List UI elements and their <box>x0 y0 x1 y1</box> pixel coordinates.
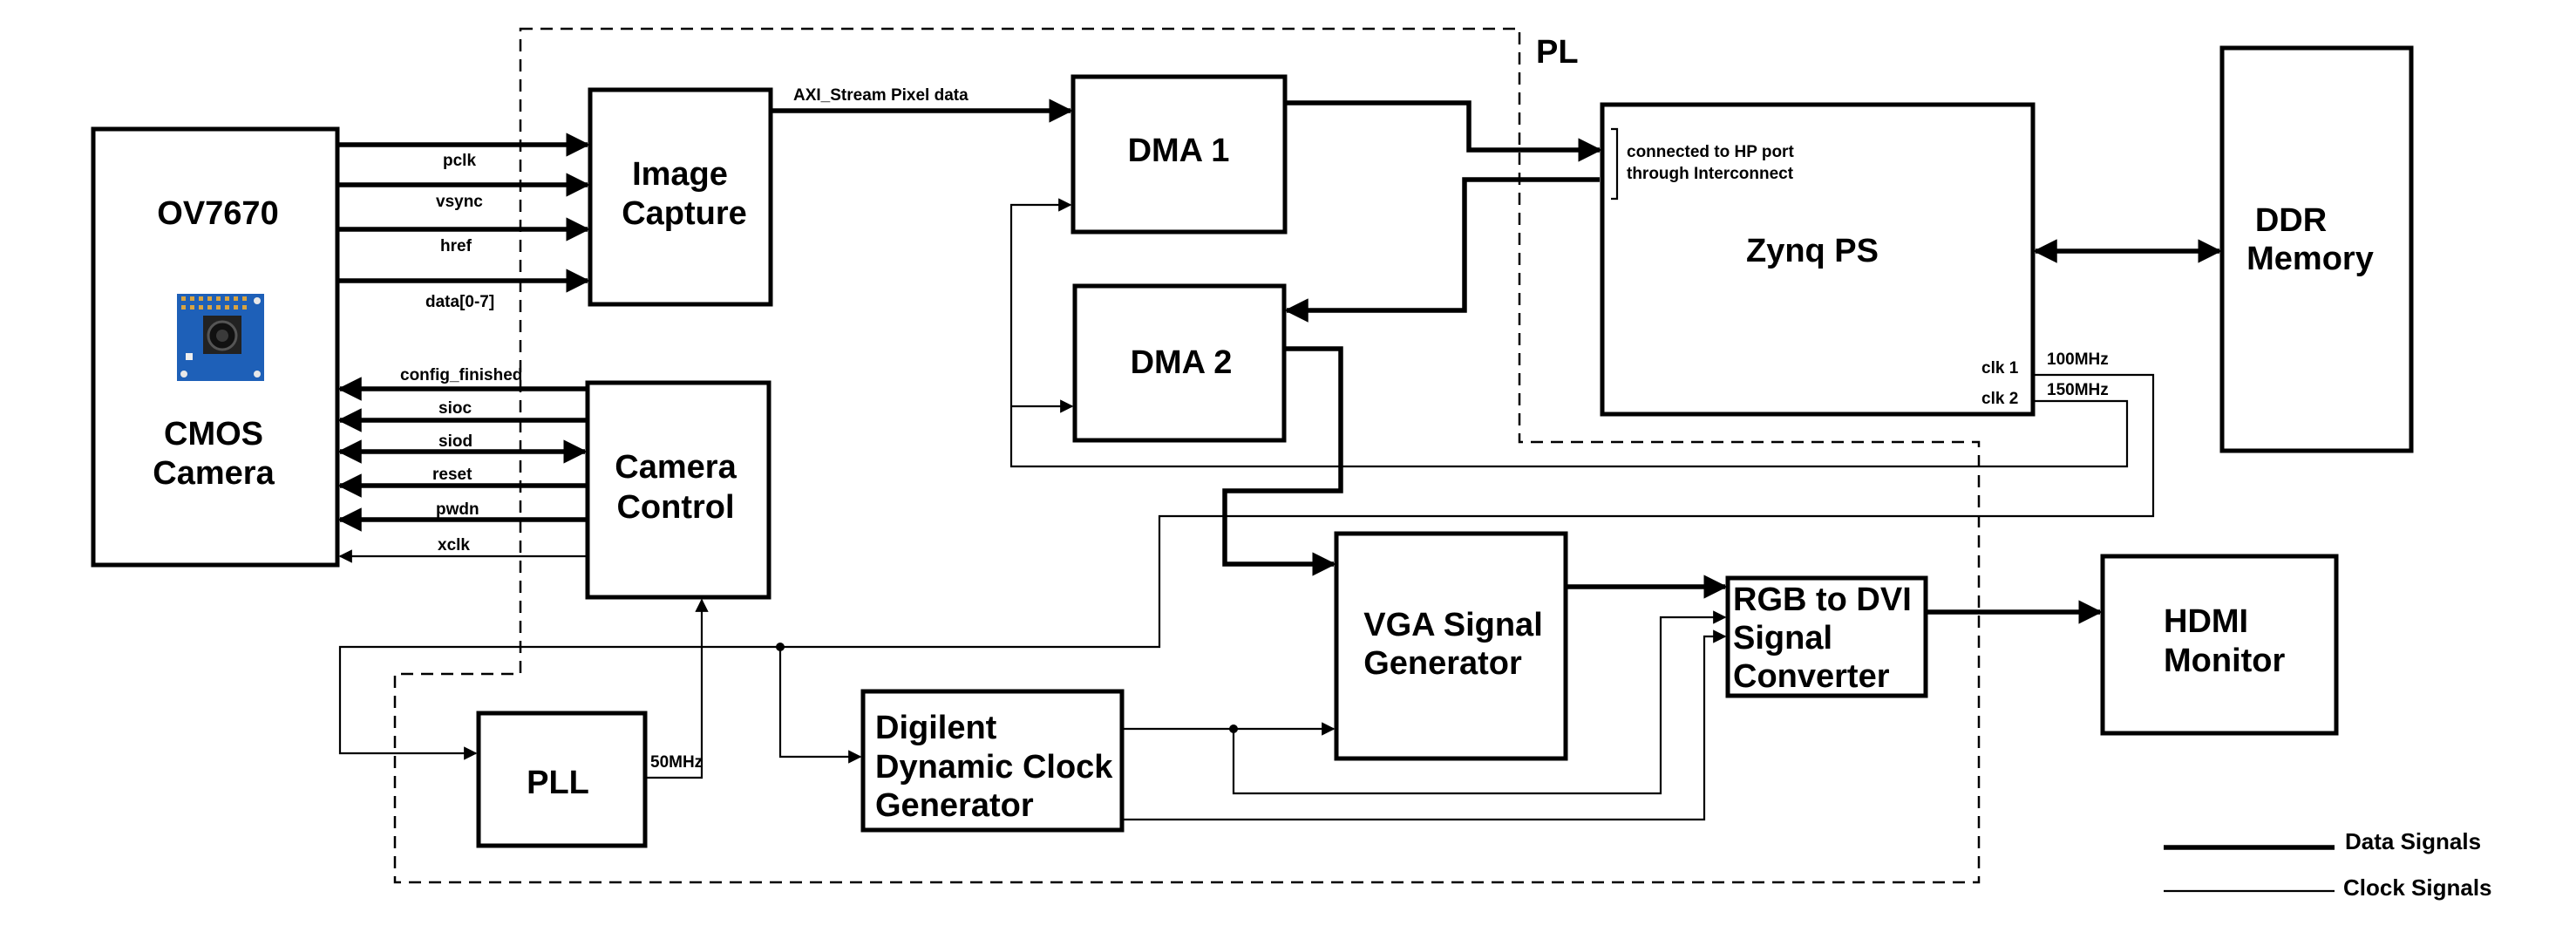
dma1-block: DMA 1 <box>1071 74 1288 235</box>
pwdn-label: pwdn <box>436 500 479 519</box>
hp-port-bracket <box>1611 127 1619 201</box>
hdmi-label-line1: HDMI <box>2164 603 2248 640</box>
ddr-memory-block: DDR Memory <box>2219 45 2414 453</box>
hdmi-label-line2: Monitor <box>2164 643 2286 679</box>
clk1-port-label: clk 1 <box>1981 359 2019 378</box>
pll-label: PLL <box>527 765 589 801</box>
legend-data-label: Data Signals <box>2345 828 2481 854</box>
freq-50mhz-label: 50MHz <box>650 753 703 772</box>
legend: Data Signals Clock Signals <box>2164 828 2492 901</box>
dma2-block: DMA 2 <box>1072 283 1287 443</box>
legend-clock-label: Clock Signals <box>2343 874 2492 901</box>
image-capture-label-line2: Capture <box>622 195 747 232</box>
freq-100mhz-label: 100MHz <box>2047 350 2109 369</box>
pixel-clock-junction-dot <box>1229 725 1238 733</box>
pl-region-boundary <box>393 27 1981 884</box>
camera-control-label-line1: Camera <box>615 449 737 486</box>
config-finished-label: config_finished <box>400 366 522 384</box>
zynq-ps-block: Zynq PS connected to HP port through Int… <box>1600 102 2036 417</box>
ddr-label-line1: DDR <box>2255 202 2327 239</box>
clock-generator-label-line1: Digilent <box>875 710 997 746</box>
clk1-junction-dot <box>776 643 785 651</box>
camera-subtitle-line2: Camera <box>153 455 275 492</box>
camera-control-label-line2: Control <box>616 489 734 526</box>
camera-control-signals: config_finished sioc siod reset pwdn xcl… <box>337 366 588 563</box>
serial-clock-to-rgb2dvi-line <box>1122 629 1727 821</box>
axi-stream-label: AXI_Stream Pixel data <box>793 86 969 105</box>
ov7670-camera-block: OV7670 CMOS Camera <box>91 126 340 568</box>
zynq-ps-label: Zynq PS <box>1746 233 1879 269</box>
clk2-to-dma1-line <box>1009 198 2129 468</box>
xclk-label: xclk <box>438 536 470 554</box>
href-label: href <box>440 237 472 255</box>
hdmi-monitor-block: HDMI Monitor <box>2100 554 2339 736</box>
camera-module-image <box>177 294 264 381</box>
pll-block: PLL <box>476 711 648 848</box>
siod-label: siod <box>438 432 472 451</box>
pclk-label: pclk <box>443 152 476 170</box>
rgb-to-dvi-converter-block: RGB to DVI Signal Converter <box>1725 575 1928 698</box>
data-bus-label: data[0-7] <box>425 293 494 311</box>
camera-to-image-capture-signals: pclk vsync href data[0-7] <box>337 133 590 311</box>
hp-port-note-line2: through Interconnect <box>1627 165 1794 183</box>
hp-port-note-line1: connected to HP port <box>1627 143 1794 161</box>
dma2-to-vga-line <box>1222 346 1343 576</box>
pixel-clock-to-rgb2dvi-line <box>1232 610 1727 795</box>
clock-generator-block: Digilent Dynamic Clock Generator <box>860 689 1125 833</box>
image-capture-label-line1: Image <box>632 156 728 193</box>
image-capture-block: Image Capture <box>588 87 773 307</box>
clk1-to-pll-line <box>338 373 2155 760</box>
clock-generator-label-line3: Generator <box>875 787 1034 824</box>
sioc-label: sioc <box>438 399 472 418</box>
dma1-to-zynq-line <box>1285 100 1602 162</box>
rgb2dvi-label-line3: Converter <box>1733 658 1890 695</box>
camera-control-block: Camera Control <box>585 380 771 600</box>
freq-150mhz-label: 150MHz <box>2047 381 2109 399</box>
rgb2dvi-label-line2: Signal <box>1733 620 1832 656</box>
ddr-label-line2: Memory <box>2246 241 2374 277</box>
dma2-label: DMA 2 <box>1131 344 1233 381</box>
vsync-label: vsync <box>436 193 483 211</box>
reset-label: reset <box>432 466 472 484</box>
dma1-label: DMA 1 <box>1128 133 1230 169</box>
clock-generator-label-line2: Dynamic Clock <box>875 749 1113 786</box>
camera-subtitle-line1: CMOS <box>164 416 263 452</box>
camera-title: OV7670 <box>157 195 278 232</box>
zynq-to-dma2-line <box>1284 177 1600 323</box>
rgb2dvi-label-line1: RGB to DVI <box>1733 582 1912 618</box>
vga-label-line2: Generator <box>1363 645 1522 682</box>
vga-label-line1: VGA Signal <box>1363 607 1543 643</box>
pl-region-label: PL <box>1536 34 1579 71</box>
vga-signal-generator-block: VGA Signal Generator <box>1334 531 1568 761</box>
pll-to-camera-control-line <box>645 598 709 779</box>
clk2-port-label: clk 2 <box>1981 390 2018 408</box>
clk1-to-clock-generator-line <box>778 647 862 764</box>
